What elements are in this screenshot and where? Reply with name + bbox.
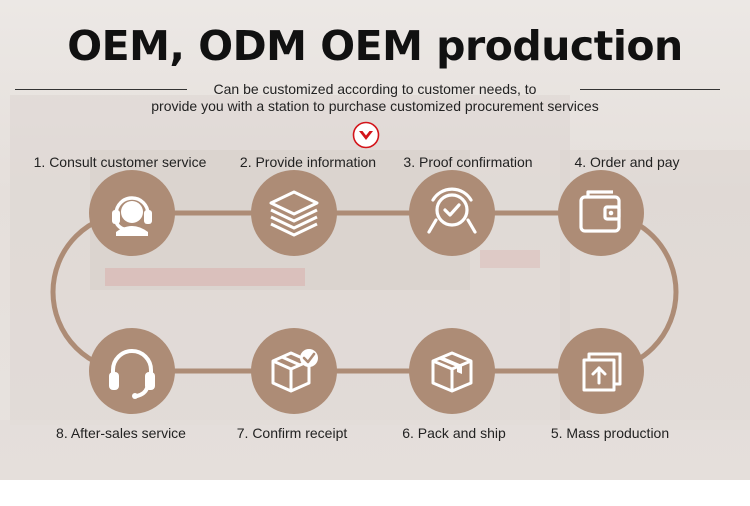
step-label-3: 3. Proof confirmation: [403, 154, 533, 170]
step-node-8: [89, 328, 175, 414]
step-label-4: 4. Order and pay: [574, 154, 680, 170]
step-node-7: [251, 328, 337, 414]
layers-icon: [269, 190, 319, 237]
page-title: OEM, ODM OEM production: [67, 22, 683, 70]
upload-box-icon: [582, 352, 622, 392]
divider-left: [15, 89, 187, 90]
box-check-icon: [271, 349, 318, 393]
wallet-icon: [579, 190, 621, 233]
step-label-8: 8. After-sales service: [56, 425, 186, 441]
step-node-3: [409, 170, 495, 256]
magnifier-check-icon: [427, 187, 477, 234]
step-node-2: [251, 170, 337, 256]
chevron-down-icon: [352, 121, 380, 149]
divider-right: [580, 89, 720, 90]
headset-agent-icon: [112, 196, 152, 236]
step-node-6: [409, 328, 495, 414]
step-label-2: 2. Provide information: [239, 154, 377, 170]
step-node-5: [558, 328, 644, 414]
subtitle-line-1: Can be customized according to customer …: [213, 81, 537, 97]
step-label-7: 7. Confirm receipt: [236, 425, 348, 441]
subtitle-line-2: provide you with a station to purchase c…: [151, 98, 599, 114]
step-label-5: 5. Mass production: [550, 425, 670, 441]
package-box-icon: [431, 351, 473, 393]
step-node-4: [558, 170, 644, 256]
step-label-1: 1. Consult customer service: [33, 154, 207, 170]
step-node-1: [89, 170, 175, 256]
step-label-6: 6. Pack and ship: [402, 425, 506, 441]
headphones-icon: [109, 349, 155, 399]
